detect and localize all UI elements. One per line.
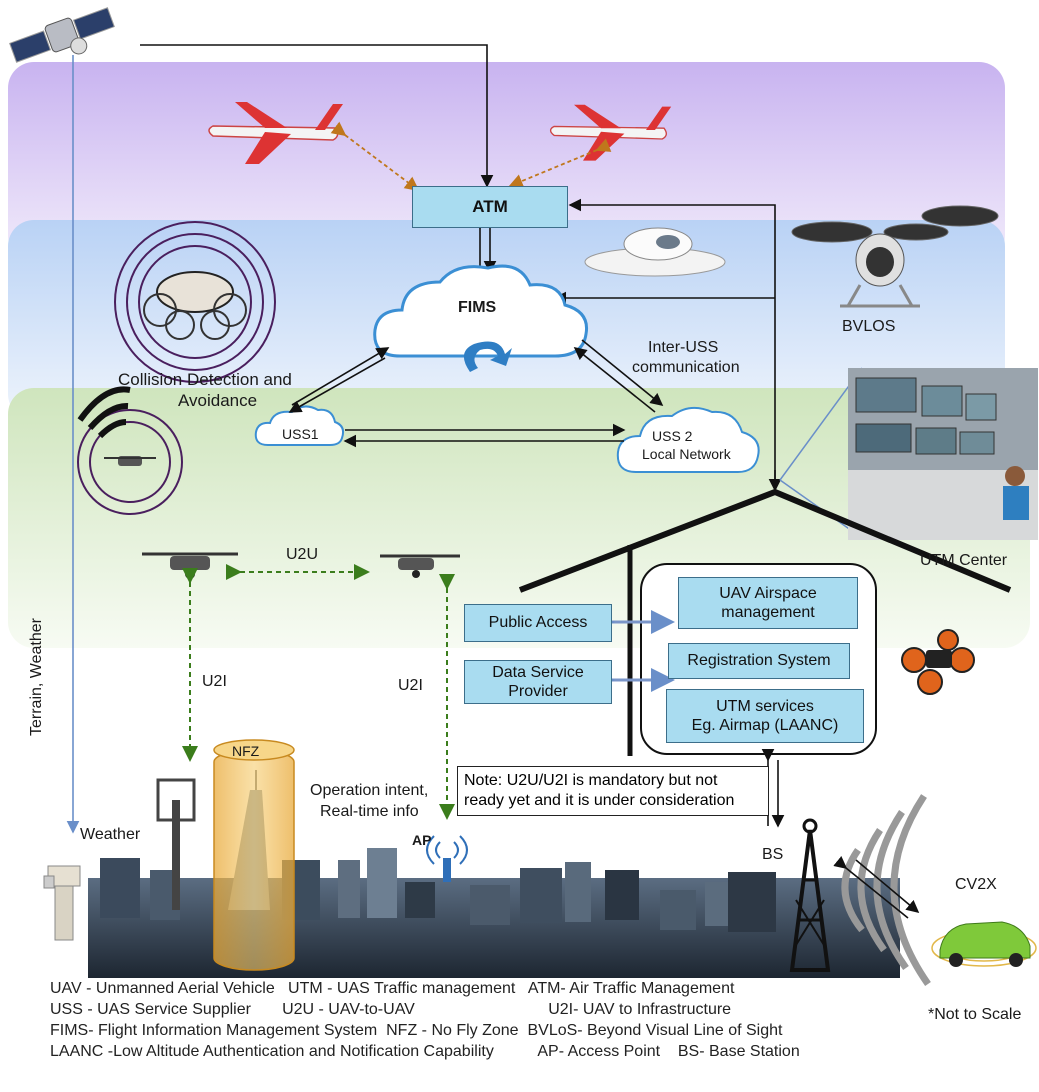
ap-label: AP (412, 832, 432, 848)
fims-sync-icon (463, 341, 512, 372)
signal-waves-icon (77, 386, 131, 439)
uss2-label: USS 2 (652, 428, 693, 444)
atm-box: ATM (412, 186, 568, 228)
not-to-scale-label: *Not to Scale (928, 1006, 1022, 1023)
uav-airspace-label-2: management (721, 604, 815, 621)
uss1-cloud (254, 405, 345, 446)
terrain-weather-label: Terrain, Weather (28, 618, 45, 736)
note-box: Note: U2U/U2I is mandatory but not ready… (457, 766, 769, 816)
public-access-box: Public Access (464, 604, 612, 642)
nfz-label: NFZ (232, 743, 260, 759)
drone-right-icon (380, 554, 460, 578)
utm-center-label: UTM Center (920, 552, 1008, 569)
legend-row: USS - UAS Service Supplier U2U - UAV-to-… (50, 1001, 732, 1018)
uss1-label: USS1 (282, 426, 319, 442)
air-taxi-icon (156, 271, 234, 313)
utm-center-photo (848, 368, 1038, 540)
uss2-cloud (616, 406, 760, 473)
base-station-tower-icon (789, 818, 831, 972)
operation-intent-label-2: Real-time info (320, 803, 419, 820)
u2i-right-label: U2I (398, 677, 423, 694)
weather-label: Weather (80, 826, 141, 843)
collision-label-2: Avoidance (178, 391, 258, 410)
plane-atm-link-left (330, 121, 420, 192)
utm-services-label-2: Eg. Airmap (LAANC) (691, 717, 839, 734)
utm-house-roof (518, 488, 1012, 593)
public-access-label: Public Access (488, 614, 588, 632)
u2u-label: U2U (286, 546, 319, 563)
drone-avoidance-zone (77, 386, 183, 515)
inter-uss-label-2: communication (632, 359, 740, 376)
cell-tower-icon (172, 800, 180, 910)
legend-row: FIMS- Flight Information Management Syst… (50, 1022, 783, 1039)
bvlos-label: BVLOS (842, 318, 896, 335)
cv2x-car-icon (931, 921, 1037, 967)
registration-label: Registration System (687, 652, 831, 670)
uav-airspace-box: UAV Airspace management (678, 577, 858, 629)
city-skyline (88, 739, 900, 978)
operation-intent-label-1: Operation intent, (310, 782, 429, 799)
fims-cloud (373, 264, 589, 358)
data-service-label-2: Provider (508, 683, 568, 700)
utm-services-label-1: UTM services (716, 697, 814, 715)
data-service-label-1: Data Service (492, 663, 584, 681)
collision-avoidance-zone (114, 221, 276, 383)
utm-to-atm-arrow (568, 198, 776, 490)
satellite-icon (9, 7, 115, 63)
bvlos-drone-icon (791, 205, 999, 308)
weather-station-icon (43, 865, 81, 941)
cv2x-label: CV2X (955, 876, 997, 893)
access-point-icon (426, 835, 468, 882)
quadcopter-icon (901, 629, 975, 695)
bs-signal-waves-icon (841, 794, 931, 987)
passenger-drone-icon (584, 227, 726, 277)
uav-airspace-label-1: UAV Airspace (719, 584, 817, 602)
atm-box-label: ATM (472, 196, 508, 216)
legend-row: UAV - Unmanned Aerial Vehicle UTM - UAS … (50, 980, 735, 997)
collision-label-1: Collision Detection and (118, 370, 292, 389)
nfz-zone (213, 749, 295, 971)
satellite-to-atm-arrow (140, 44, 494, 188)
abbreviation-legend: UAV - Unmanned Aerial Vehicle UTM - UAS … (50, 978, 800, 1062)
inter-uss-label-1: Inter-USS (648, 339, 719, 356)
plane-atm-link-right (508, 138, 612, 188)
bs-label: BS (762, 846, 784, 863)
fims-label: FIMS (458, 299, 497, 316)
note-line-2: ready yet and it is under consideration (464, 792, 735, 809)
note-line-1: Note: U2U/U2I is mandatory but not (464, 772, 718, 789)
u2i-left-label: U2I (202, 673, 227, 690)
legend-row: LAANC -Low Altitude Authentication and N… (50, 1043, 800, 1060)
uss2-sublabel: Local Network (642, 446, 731, 462)
registration-box: Registration System (668, 643, 850, 679)
